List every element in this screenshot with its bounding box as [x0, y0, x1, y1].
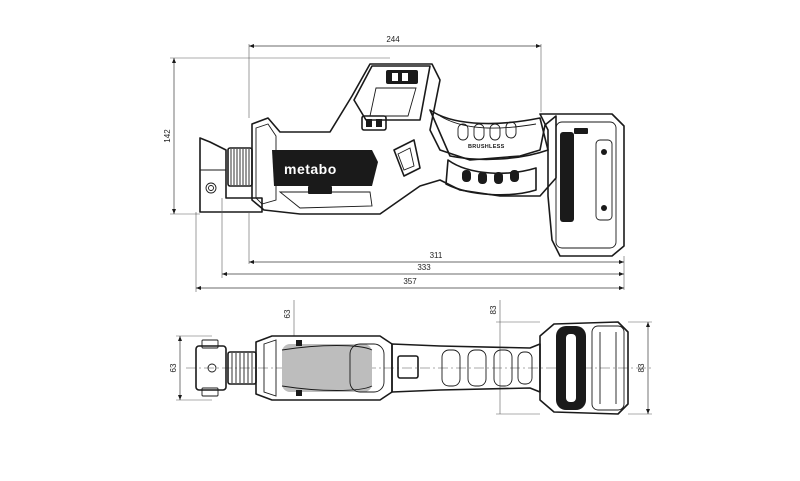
dimension-244: 244	[248, 35, 542, 118]
dimension-label-63-body: 63	[283, 309, 292, 318]
saw-blade	[199, 137, 263, 213]
side-view: 244 142	[163, 35, 625, 292]
dimension-83-battery: 83	[628, 321, 652, 415]
dimension-label-83-handle: 83	[489, 305, 498, 314]
dimension-label-63-left: 63	[169, 363, 178, 372]
top-blade-holder	[195, 339, 227, 397]
motor-label: BRUSHLESS	[468, 144, 505, 150]
dimension-label-244: 244	[386, 35, 400, 44]
dimension-label-83-battery: 83	[637, 363, 646, 372]
dimension-142: 142	[163, 57, 390, 215]
dimension-label-142: 142	[163, 129, 172, 143]
dimension-label-311: 311	[430, 251, 443, 260]
top-body	[255, 335, 393, 401]
dimension-333: 333	[221, 198, 624, 278]
dimension-357: 357	[195, 212, 624, 292]
brand-logo: metabo	[284, 161, 337, 177]
dimension-83-handle: 83	[489, 300, 540, 415]
dimension-63-left: 63	[169, 335, 212, 401]
top-battery	[539, 321, 629, 415]
dimension-label-333: 333	[417, 263, 431, 272]
tool-body: metabo	[251, 63, 557, 215]
dimension-63-body: 63	[283, 300, 295, 336]
battery-pack	[539, 113, 625, 257]
dimension-311: 311	[248, 212, 625, 290]
top-view: 63 63 83 83	[169, 300, 654, 415]
dimension-label-357: 357	[403, 277, 417, 286]
blade-clamp	[227, 147, 253, 187]
